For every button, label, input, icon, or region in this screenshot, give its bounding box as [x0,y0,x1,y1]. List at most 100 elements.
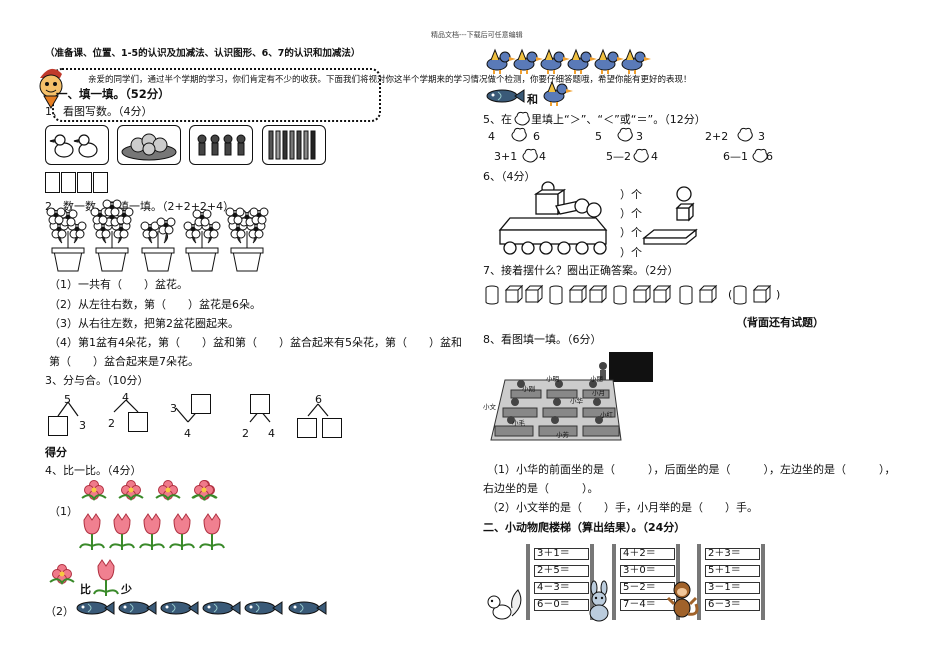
bun-icon [121,133,177,161]
student-label-xiaoli: 小丽 [590,375,603,383]
student-label-xiaofang: 小芳 [556,431,569,439]
q1-picture-buns [117,125,181,165]
fish-single-icon [486,89,525,103]
q5-item3-cloud-icon[interactable] [736,127,753,143]
ladder-3-step-1[interactable]: 2＋3＝ [705,548,760,560]
q7-heading: 7、接着摆什么？圈出正确答案。（2分） [483,264,679,277]
q8-1-text-line1: （1）小华的前面坐的是（ ），后面坐的是（ ），左边坐的是（ ）， [487,463,896,476]
ladder-3-step-3[interactable]: 3－1＝ [705,582,760,594]
ladder-1-step-4[interactable]: 6－0＝ [534,599,589,611]
q2-4-text-line2: 第（ ）盆合起来是7朵花。 [49,355,199,368]
q1-answer-box-1[interactable] [45,172,60,193]
q5-item3-left: 2+2 [705,130,729,143]
q1-answer-box-2[interactable] [61,172,76,193]
q1-picture-animals [189,125,253,165]
q6-count-sphere[interactable]: ）个 [620,188,642,201]
q2-3-text: （3）从右往左数，把第2盆花圈起来。 [49,317,239,330]
pencil-icon [268,130,316,160]
q3-tree3-right-box[interactable] [191,394,211,414]
q4-2-label: （2） [45,605,74,618]
classroom-picture [490,352,653,441]
q5-item4-left: 3+1 [494,150,518,163]
q2-4-text-line1: （4）第1盆有4朵花，第（ ）盆和第（ ）盆合起来有5朵花，第（ ）盆和 [49,336,462,349]
q5-item2-left: 5 [595,130,602,143]
cloud-icon [514,111,530,126]
squirrel-icon [487,589,522,620]
q7-paren-close: ) [776,288,781,301]
q5-item2-right: 3 [636,130,643,143]
q5-item1-right: 6 [533,130,540,143]
q3-tree2-left: 2 [108,417,115,430]
section-2-heading: 二、小动物爬楼梯（算出结果）。（24分） [483,521,686,534]
q5-item5-left: 5—2 [606,150,631,163]
ladder-1-step-2[interactable]: 2＋5＝ [534,565,589,577]
q5-heading-a: 5、在 [483,113,512,126]
pencil-mascot-icon [39,68,63,109]
q3-tree2-top: 4 [122,391,129,404]
ladder-3-step-2[interactable]: 5＋1＝ [705,565,760,577]
q3-tree4-left: 2 [242,427,249,440]
q5-item2-cloud-icon[interactable] [616,127,633,143]
q3-tree3-left: 3 [170,402,177,415]
q3-tree5-top: 6 [315,393,322,406]
ladder-1-step-1[interactable]: 3＋1＝ [534,548,589,560]
animal-icon [197,134,246,156]
rabbit-icon [589,580,609,622]
tulip-small-icon [93,559,119,597]
q5-item1-cloud-icon[interactable] [510,127,527,143]
q3-tree1-top: 5 [64,393,71,406]
scope-line: （准备课、位置、1-5的认识及加减法、认识图形、6、7的认识和加减法） [45,48,361,59]
ladder-1-step-3[interactable]: 4－3＝ [534,582,589,594]
bird-row-icon [486,49,652,75]
q3-tree3-bottom: 4 [184,427,191,440]
student-label-xiaomao: 小毛 [512,419,525,427]
q8-2-text: （2）小文举的是（ ）手，小月举的是（ ）手。 [487,501,758,514]
ladder-2-step-4[interactable]: 7－4＝ [620,599,675,611]
section-1-heading: 一、填一填。（52分） [56,87,170,101]
q3-tree1-left-box[interactable] [48,416,68,436]
q5-item4-cloud-icon[interactable] [521,148,538,164]
duck-icon [49,134,98,158]
back-page-note: （背面还有试题） [736,316,824,329]
fish-row-icon [76,601,327,615]
q4-and-text: 和 [527,93,538,106]
q1-heading: 1、看图写数。（4分） [45,105,153,118]
student-label-xiaowen: 小文 [483,403,496,411]
q6-count-cylinder[interactable]: ）个 [620,226,642,239]
q7-paren-open: ( [728,288,733,301]
student-label-xiaohua: 小华 [570,397,583,405]
q6-count-cube[interactable]: ）个 [620,207,642,220]
q5-heading-b: 里填上“＞”、“＜”或“＝”。（12分） [531,113,706,126]
q5-item5-right: 4 [651,150,658,163]
q6-count-cuboid[interactable]: ）个 [620,246,642,259]
q5-item6-cloud-icon[interactable] [751,148,768,164]
q5-item1-left: 4 [488,130,495,143]
score-label: 得分 [45,446,67,459]
q4-more-than: 比 [80,583,91,596]
q6-heading: 6、（4分） [483,170,536,183]
q5-item6-left: 6—1 [723,150,748,163]
q4-1-label: （1） [49,505,78,518]
student-label-xiaoyue: 小月 [592,389,605,397]
q3-tree4-top-box[interactable] [250,394,270,414]
tulip-row-icon [79,513,225,551]
monkey-icon [666,581,699,618]
q3-tree5-left-box[interactable] [297,418,317,438]
q1-answer-box-4[interactable] [93,172,108,193]
q5-item6-right: 6 [766,150,773,163]
ladder-2-step-1[interactable]: 4＋2＝ [620,548,675,560]
bird-single-icon [543,81,574,107]
q8-1-text-line2: 右边坐的是（ ）。 [483,482,599,495]
q5-item5-cloud-icon[interactable] [632,148,649,164]
q3-tree1-right: 3 [79,419,86,432]
flower-pots-icon [46,199,269,272]
student-label-xiaohong: 小红 [600,411,613,419]
q4-heading: 4、比一比。（4分） [45,464,142,477]
q1-answer-box-3[interactable] [77,172,92,193]
pink-flower-extra-icon [191,479,217,501]
ladder-3-step-4[interactable]: 6－3＝ [705,599,760,611]
ladder-2-step-2[interactable]: 3＋0＝ [620,565,675,577]
student-label-xiaoming: 小明 [546,375,559,383]
q3-tree5-right-box[interactable] [322,418,342,438]
q3-tree2-right-box[interactable] [128,412,148,432]
